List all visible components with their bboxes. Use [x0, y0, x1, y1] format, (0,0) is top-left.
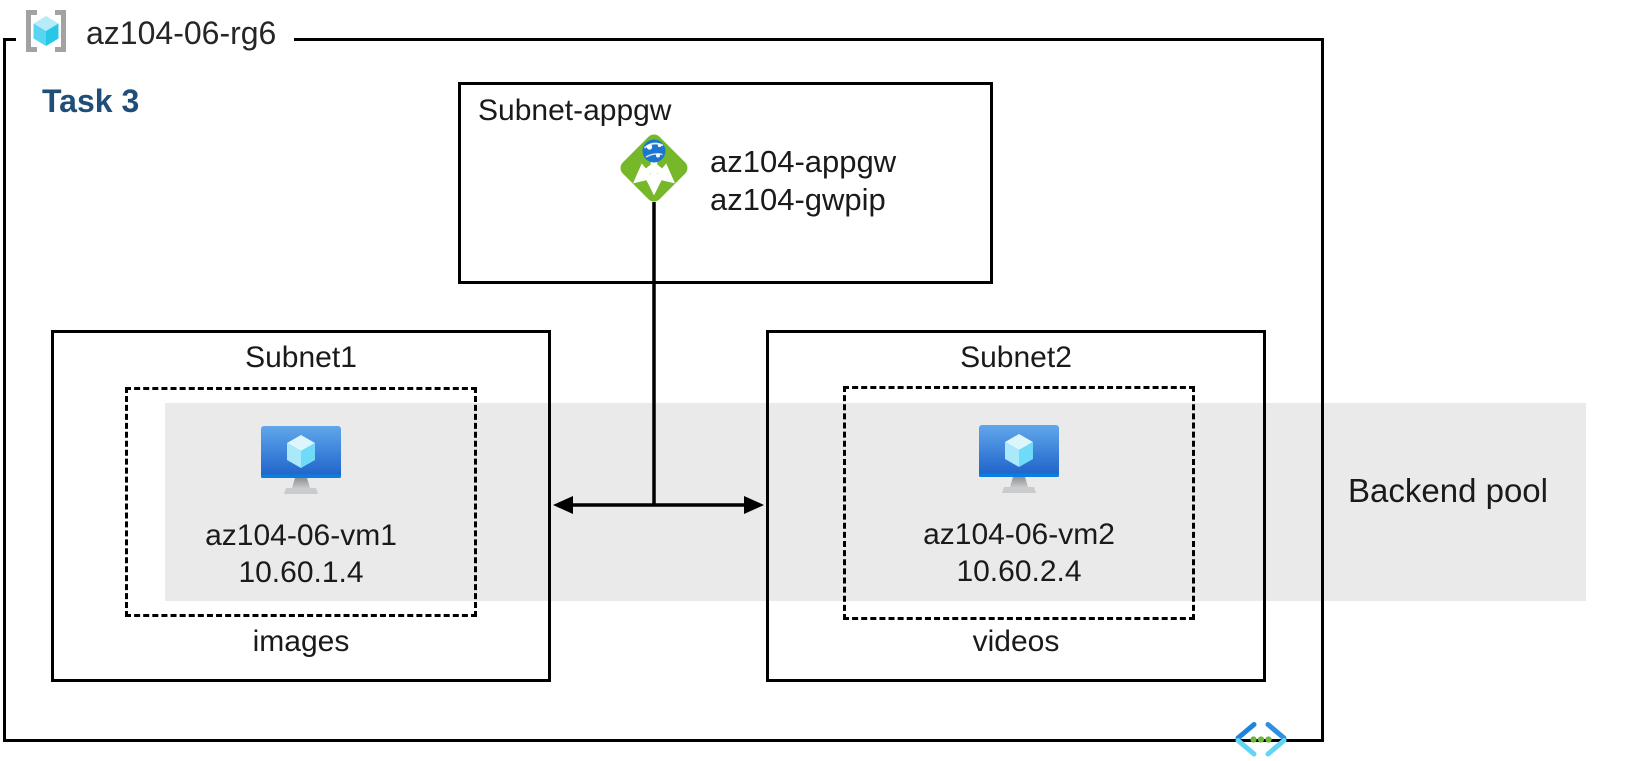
subnet2-caption: videos	[972, 625, 1060, 658]
virtual-machine-icon	[255, 426, 347, 501]
vm2-ip: 10.60.2.4	[956, 555, 1082, 588]
subnet2-vm-group: az104-06-vm2 10.60.2.4	[843, 386, 1195, 620]
task-label: Task 3	[42, 83, 140, 119]
backend-pool-band	[165, 403, 1586, 601]
appgw-public-ip-name: az104-gwpip	[710, 182, 886, 217]
vm1-labels: az104-06-vm1 10.60.1.4	[128, 517, 474, 591]
vm1-name: az104-06-vm1	[205, 519, 397, 552]
vm1-ip: 10.60.1.4	[238, 556, 364, 589]
subnet1-vm-group: az104-06-vm1 10.60.1.4	[125, 387, 477, 617]
vm2-labels: az104-06-vm2 10.60.2.4	[846, 516, 1192, 590]
subnet1-caption: images	[252, 625, 350, 658]
virtual-machine-icon	[973, 425, 1065, 500]
resource-group-box	[3, 38, 1324, 742]
application-gateway-icon	[612, 126, 696, 215]
application-gateway-labels: az104-appgw az104-gwpip	[710, 143, 896, 219]
resource-group-name: az104-06-rg6	[86, 14, 277, 51]
subnet2-title: Subnet2	[960, 341, 1072, 374]
virtual-network-icon	[1233, 721, 1289, 761]
subnet2-box: Subnet2 az104-06-vm2 10.60.2.4 videos	[766, 330, 1266, 682]
subnet-appgw-box: Subnet-appgw az104-appgw az104-gwpip	[458, 82, 993, 284]
resource-group-icon	[22, 9, 70, 58]
subnet-appgw-title: Subnet-appgw	[478, 94, 672, 127]
subnet1-title: Subnet1	[245, 341, 357, 374]
vm2-name: az104-06-vm2	[923, 518, 1115, 551]
appgw-name: az104-appgw	[710, 144, 897, 179]
backend-pool-label: Backend pool	[1348, 472, 1548, 509]
subnet1-box: Subnet1 az104-06-vm1 10.60.1.4 images	[51, 330, 551, 682]
resource-group-title: az104-06-rg6	[16, 9, 295, 58]
